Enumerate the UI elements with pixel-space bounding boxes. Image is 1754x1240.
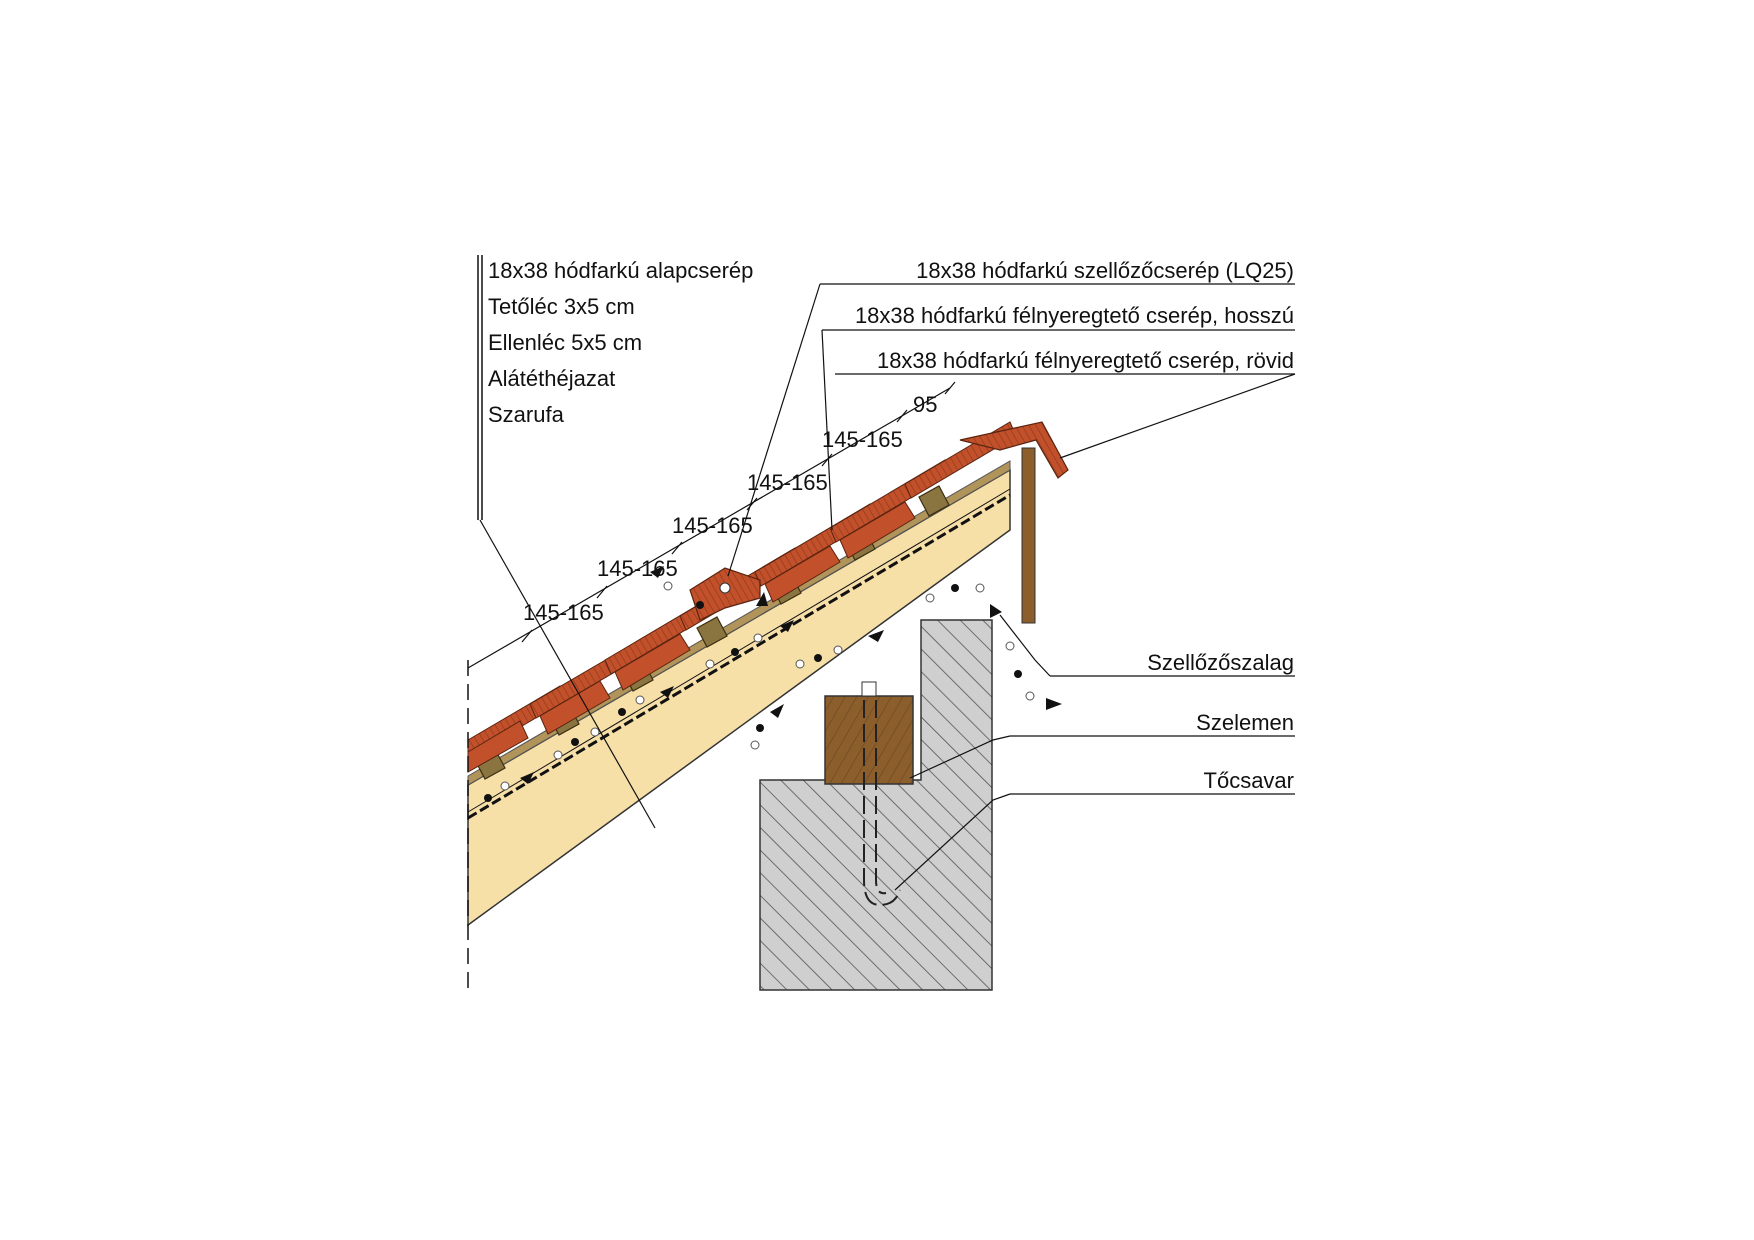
leader-line: [479, 519, 656, 829]
label-batten: Tetőléc 3x5 cm: [488, 294, 635, 319]
dimension-label: 145-165: [523, 600, 604, 625]
ventilation-opening: [719, 582, 731, 594]
purlin: [824, 695, 914, 785]
label-half-ridge-short: 18x38 hódfarkú félnyeregtető cserép, röv…: [877, 348, 1294, 373]
bolt-head: [861, 681, 877, 697]
leader-line: [909, 735, 1011, 779]
leader-line: [727, 283, 821, 577]
label-ventilation-tile: 18x38 hódfarkú szellőzőcserép (LQ25): [916, 258, 1294, 283]
airflow-markers: [484, 566, 1062, 802]
label-underlay: Alátéthéjazat: [488, 366, 615, 391]
half-ridge-tile: [959, 421, 1069, 479]
label-half-ridge-long: 18x38 hódfarkú félnyeregtető cserép, hos…: [855, 303, 1294, 328]
dimension-label: 145-165: [747, 470, 828, 495]
leader-line: [1059, 373, 1296, 459]
dimension-label: 145-165: [597, 556, 678, 581]
dimension-label: 145-165: [672, 513, 753, 538]
dimension-line: [467, 387, 951, 669]
label-rafter: Szarufa: [488, 402, 565, 427]
dimension-ticks: [521, 381, 956, 643]
label-purlin: Szelemen: [1196, 710, 1294, 735]
label-counter-batten: Ellenléc 5x5 cm: [488, 330, 642, 355]
stud-bolt: [863, 700, 901, 907]
label-base-tile: 18x38 hódfarkú alapcserép: [488, 258, 753, 283]
dimension-label: 95: [913, 392, 937, 417]
eave-board: [1021, 447, 1036, 624]
underlay-line: [467, 493, 1011, 820]
leader-line: [821, 329, 833, 531]
ventilation-tile: [689, 567, 761, 621]
leader-line: [999, 614, 1051, 677]
label-stud-bolt: Tőcsavar: [1204, 768, 1294, 793]
leader-line: [894, 793, 1011, 891]
label-vent-strip: Szellőzőszalag: [1147, 650, 1294, 675]
dimension-label: 145-165: [822, 427, 903, 452]
